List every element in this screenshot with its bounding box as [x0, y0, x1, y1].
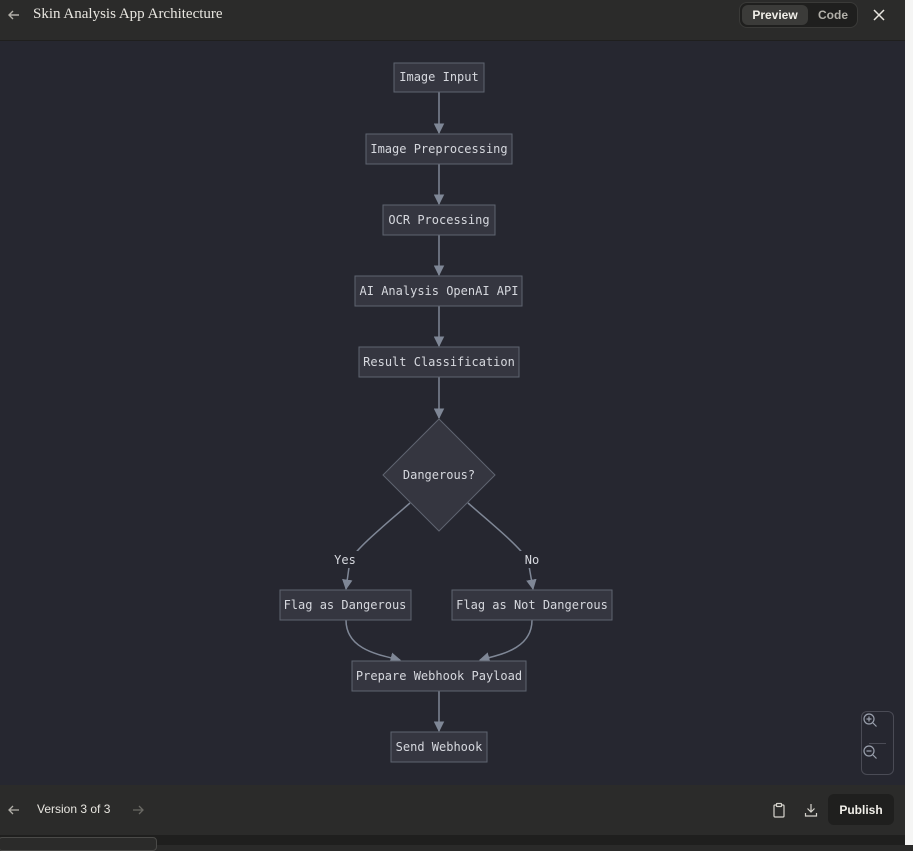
- flowchart: Yes No Image Input Image Preprocessing O…: [279, 62, 613, 763]
- node-label: OCR Processing: [388, 213, 489, 227]
- node-image-preprocessing[interactable]: Image Preprocessing: [365, 133, 513, 165]
- node-label: Image Input: [399, 70, 478, 84]
- node-image-input[interactable]: Image Input: [393, 62, 485, 93]
- edge-label-no: No: [525, 553, 539, 567]
- artifact-header: Skin Analysis App Architecture Preview C…: [0, 0, 905, 41]
- copy-button[interactable]: [770, 800, 788, 820]
- zoom-in-button[interactable]: [862, 712, 893, 743]
- node-send-webhook[interactable]: Send Webhook: [390, 731, 488, 763]
- zoom-divider: [869, 743, 886, 744]
- scrollbar-track[interactable]: [905, 0, 913, 845]
- node-ai-analysis[interactable]: AI Analysis OpenAI API: [354, 275, 523, 307]
- node-flag-dangerous[interactable]: Flag as Dangerous: [279, 589, 412, 621]
- node-flag-not-dangerous[interactable]: Flag as Not Dangerous: [451, 589, 613, 621]
- arrow-right-icon: [133, 805, 144, 815]
- arrow-left-icon: [8, 805, 19, 815]
- zoom-in-icon: [863, 713, 877, 727]
- bottom-tab[interactable]: [0, 837, 157, 851]
- close-icon: [873, 9, 885, 21]
- download-icon: [804, 804, 818, 817]
- next-version-button[interactable]: [129, 801, 147, 819]
- node-label: Flag as Dangerous: [284, 598, 407, 612]
- diagram-canvas[interactable]: Yes No Image Input Image Preprocessing O…: [0, 41, 905, 785]
- view-toggle: Preview Code: [739, 2, 858, 28]
- node-ocr-processing[interactable]: OCR Processing: [382, 204, 496, 236]
- code-tab[interactable]: Code: [818, 8, 848, 22]
- zoom-out-button[interactable]: [862, 744, 893, 775]
- node-decision-dangerous[interactable]: Dangerous?: [382, 418, 496, 532]
- node-label: AI Analysis OpenAI API: [360, 284, 519, 298]
- node-label: Result Classification: [363, 355, 515, 369]
- clipboard-icon: [773, 802, 785, 818]
- preview-tab[interactable]: Preview: [742, 5, 808, 25]
- node-label: Image Preprocessing: [370, 142, 507, 156]
- node-result-classification[interactable]: Result Classification: [358, 346, 520, 378]
- previous-version-button[interactable]: [5, 801, 23, 819]
- zoom-out-icon: [863, 745, 877, 759]
- node-label: Dangerous?: [403, 468, 475, 482]
- node-label: Send Webhook: [396, 740, 483, 754]
- edge-decision-no: [467, 502, 537, 591]
- zoom-controls: [861, 711, 894, 775]
- window-bottom-edge: [0, 835, 905, 851]
- close-button[interactable]: [870, 6, 888, 24]
- edge-notdangerous-payload: [478, 619, 533, 663]
- artifact-title: Skin Analysis App Architecture: [33, 6, 223, 22]
- node-label: Flag as Not Dangerous: [456, 598, 608, 612]
- back-button[interactable]: [4, 5, 24, 25]
- edge-dangerous-payload: [345, 619, 402, 663]
- edge-label-yes: Yes: [334, 553, 356, 567]
- artifact-footer: Version 3 of 3 Publish: [0, 785, 905, 835]
- publish-button[interactable]: Publish: [828, 794, 894, 825]
- edge-decision-yes: [342, 502, 411, 591]
- arrow-left-icon: [8, 10, 19, 20]
- node-prepare-webhook-payload[interactable]: Prepare Webhook Payload: [351, 660, 527, 692]
- version-label: Version 3 of 3: [37, 802, 111, 816]
- node-label: Prepare Webhook Payload: [356, 669, 522, 683]
- download-button[interactable]: [801, 800, 821, 820]
